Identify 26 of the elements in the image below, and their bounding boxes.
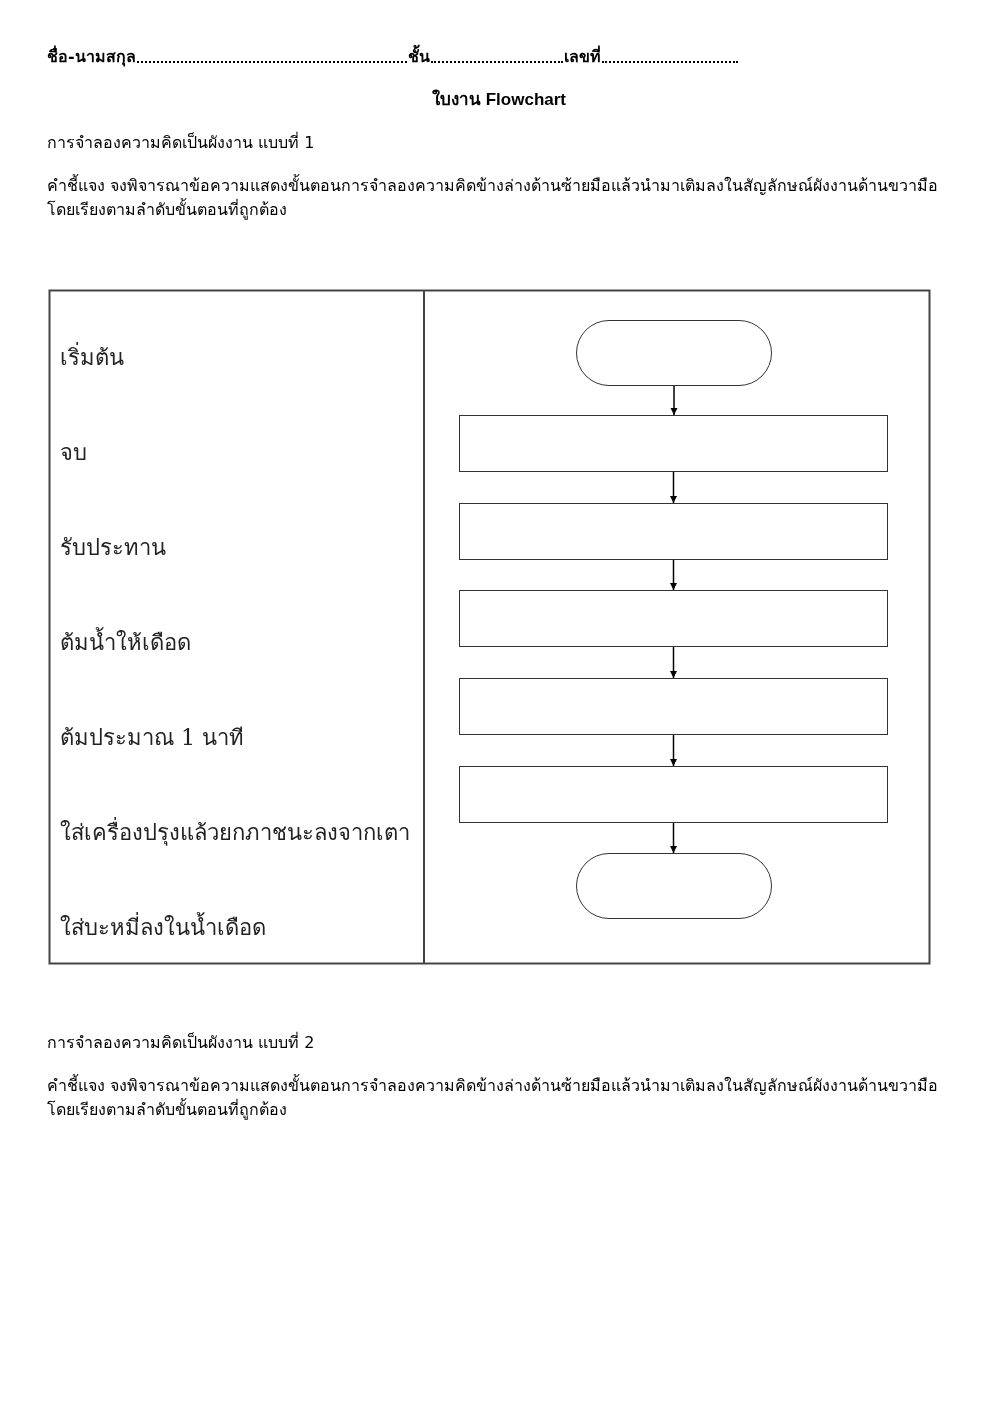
- title: ใบงาน Flowchart: [432, 88, 566, 111]
- form-label: เลขที่: [563, 45, 601, 68]
- process-box: [459, 678, 888, 735]
- form-label: ชื่อ-นามสกุล: [47, 45, 136, 69]
- section-heading: การจำลองความคิดเป็นผังงาน แบบที่ 1: [47, 131, 315, 154]
- arrow: [670, 734, 677, 767]
- instruction-text: คำชี้แจง จงพิจารณาข้อความแสดงขั้นตอนการจำลองความคิดข้างล่างด้านซ้ายมือแล้วนำมาเติมลงในสัญลักษณ์ผังงานด้านขวามือ โดยเรียงตามลำดับขั้นตอนที่ถูกต้อง: [47, 1074, 940, 1122]
- process-box: [459, 503, 888, 560]
- arrow: [670, 822, 677, 854]
- arrow: [670, 471, 677, 504]
- instruction-text: คำชี้แจง จงพิจารณาข้อความแสดงขั้นตอนการจำลองความคิดข้างล่างด้านซ้ายมือแล้วนำมาเติมลงในสัญลักษณ์ผังงานด้านขวามือ โดยเรียงตามลำดับขั้นตอนที่ถูกต้อง: [47, 174, 940, 222]
- step-text: ใส่บะหมี่ลงในน้ำเดือด: [60, 910, 266, 945]
- step-text: เริ่มต้น: [60, 340, 124, 375]
- step-text: รับประทาน: [60, 534, 166, 562]
- arrow: [670, 559, 677, 591]
- step-text: ต้มประมาณ 1 นาที: [60, 724, 244, 752]
- step-text: จบ: [60, 439, 87, 467]
- form-label: ชั้น: [407, 45, 430, 69]
- process-box: [459, 590, 888, 647]
- arrow: [670, 385, 678, 416]
- step-text: ต้มน้ำให้เดือด: [60, 625, 191, 660]
- process-box: [459, 766, 888, 823]
- step-text: ใส่เครื่องปรุงแล้วยกภาชนะลงจากเตา: [60, 815, 410, 850]
- section-heading: การจำลองความคิดเป็นผังงาน แบบที่ 2: [47, 1031, 315, 1054]
- arrow: [670, 646, 677, 679]
- process-box: [459, 415, 888, 472]
